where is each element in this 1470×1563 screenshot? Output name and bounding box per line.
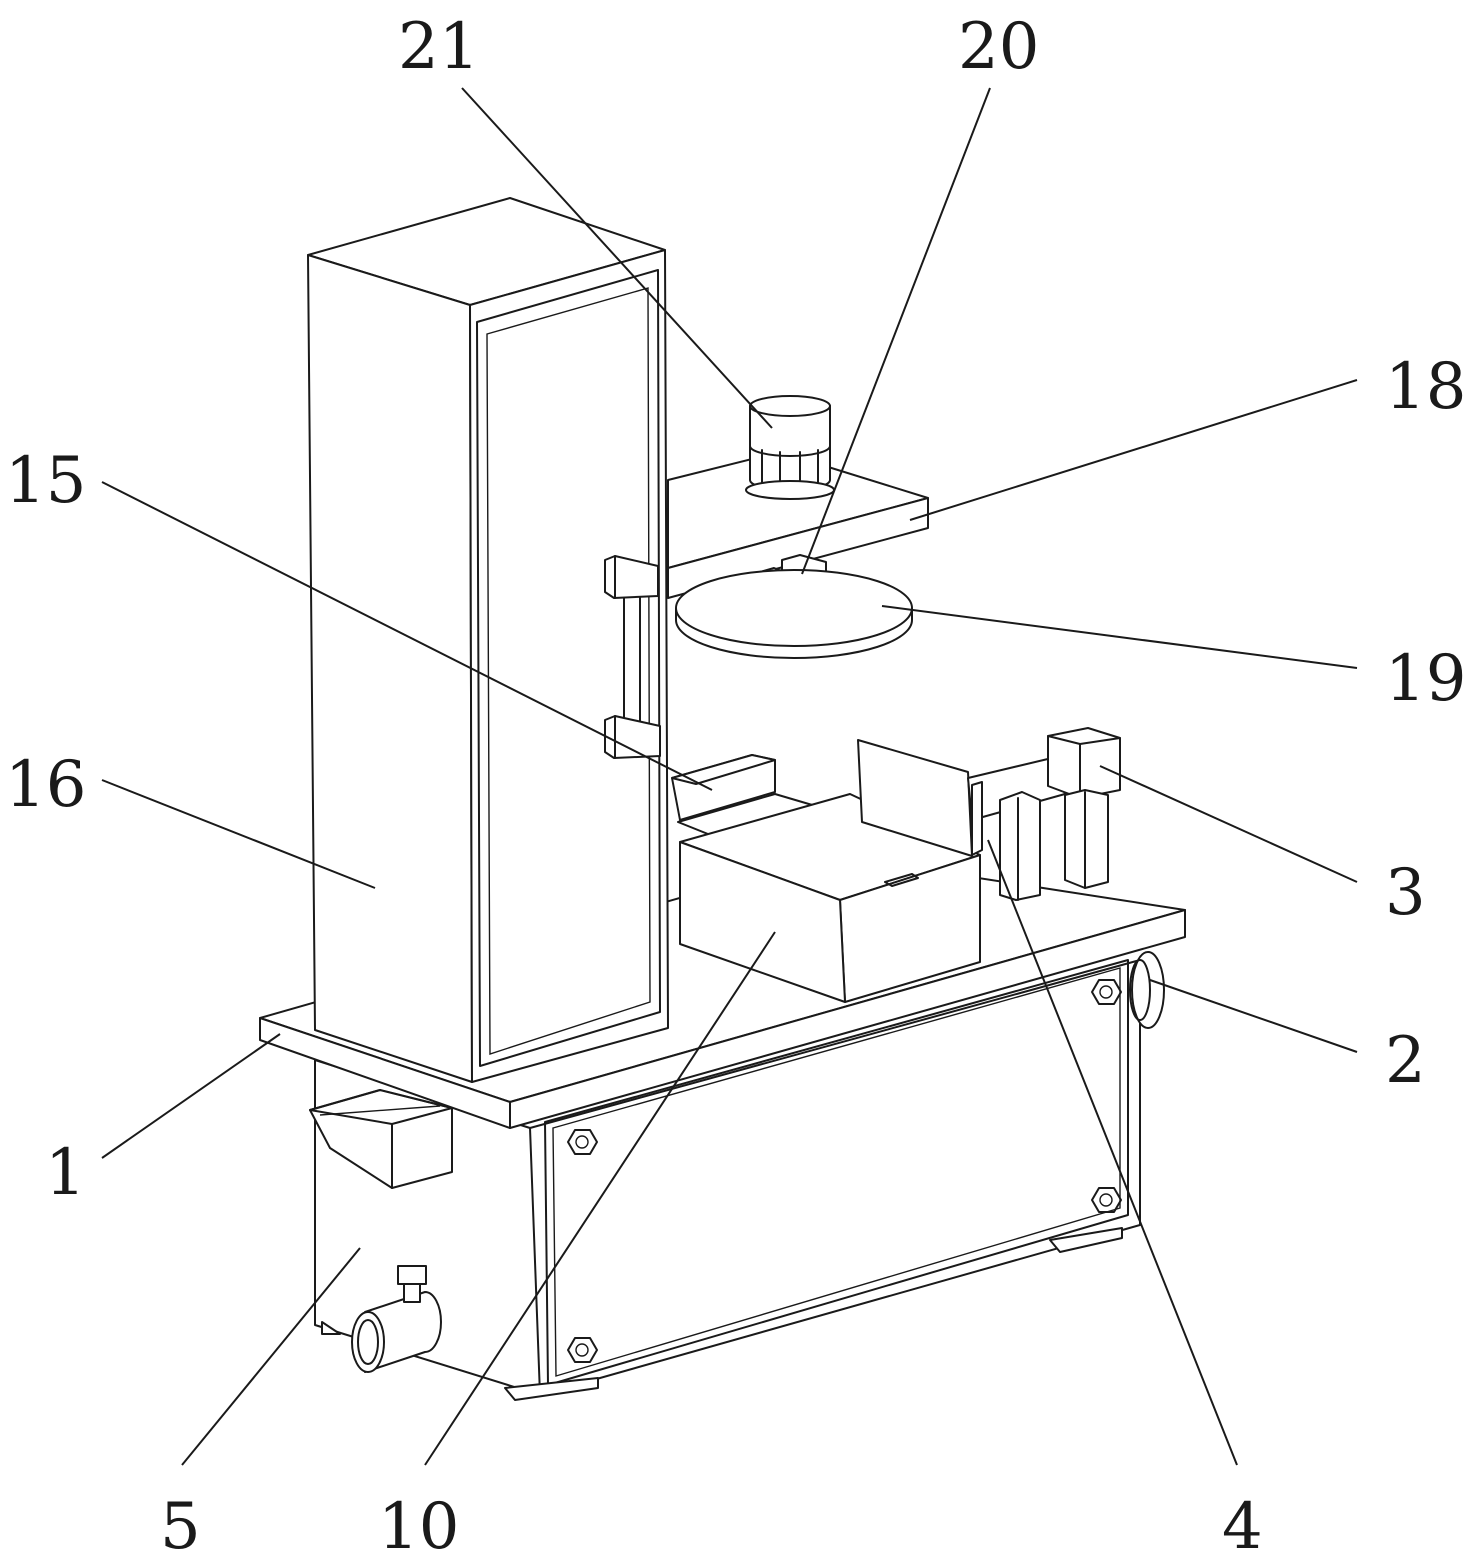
motor [746, 396, 834, 499]
callout-21: 19 [1385, 642, 1466, 716]
grinding-disc [676, 570, 912, 658]
leader-21 [882, 606, 1357, 668]
leader-18 [910, 380, 1357, 520]
callout-10: 10 [378, 1490, 459, 1563]
callout-1: 1 [45, 1136, 86, 1210]
side-wheel [1130, 952, 1164, 1028]
leader-1 [102, 1034, 280, 1158]
leader-2 [1150, 980, 1357, 1052]
callout-18: 18 [1385, 350, 1466, 424]
callout-4: 4 [1222, 1490, 1263, 1563]
column-cabinet [308, 198, 668, 1082]
callout-19: 21 [398, 10, 479, 84]
callout-5: 5 [160, 1490, 201, 1563]
callout-2: 2 [1385, 1024, 1426, 1098]
callout-16: 16 [5, 748, 86, 822]
leader-3 [1100, 766, 1357, 882]
actuator [1048, 728, 1120, 888]
callout-15: 15 [5, 444, 86, 518]
callout-20: 20 [958, 10, 1039, 84]
callout-3: 3 [1385, 856, 1426, 930]
leader-5 [182, 1248, 360, 1465]
